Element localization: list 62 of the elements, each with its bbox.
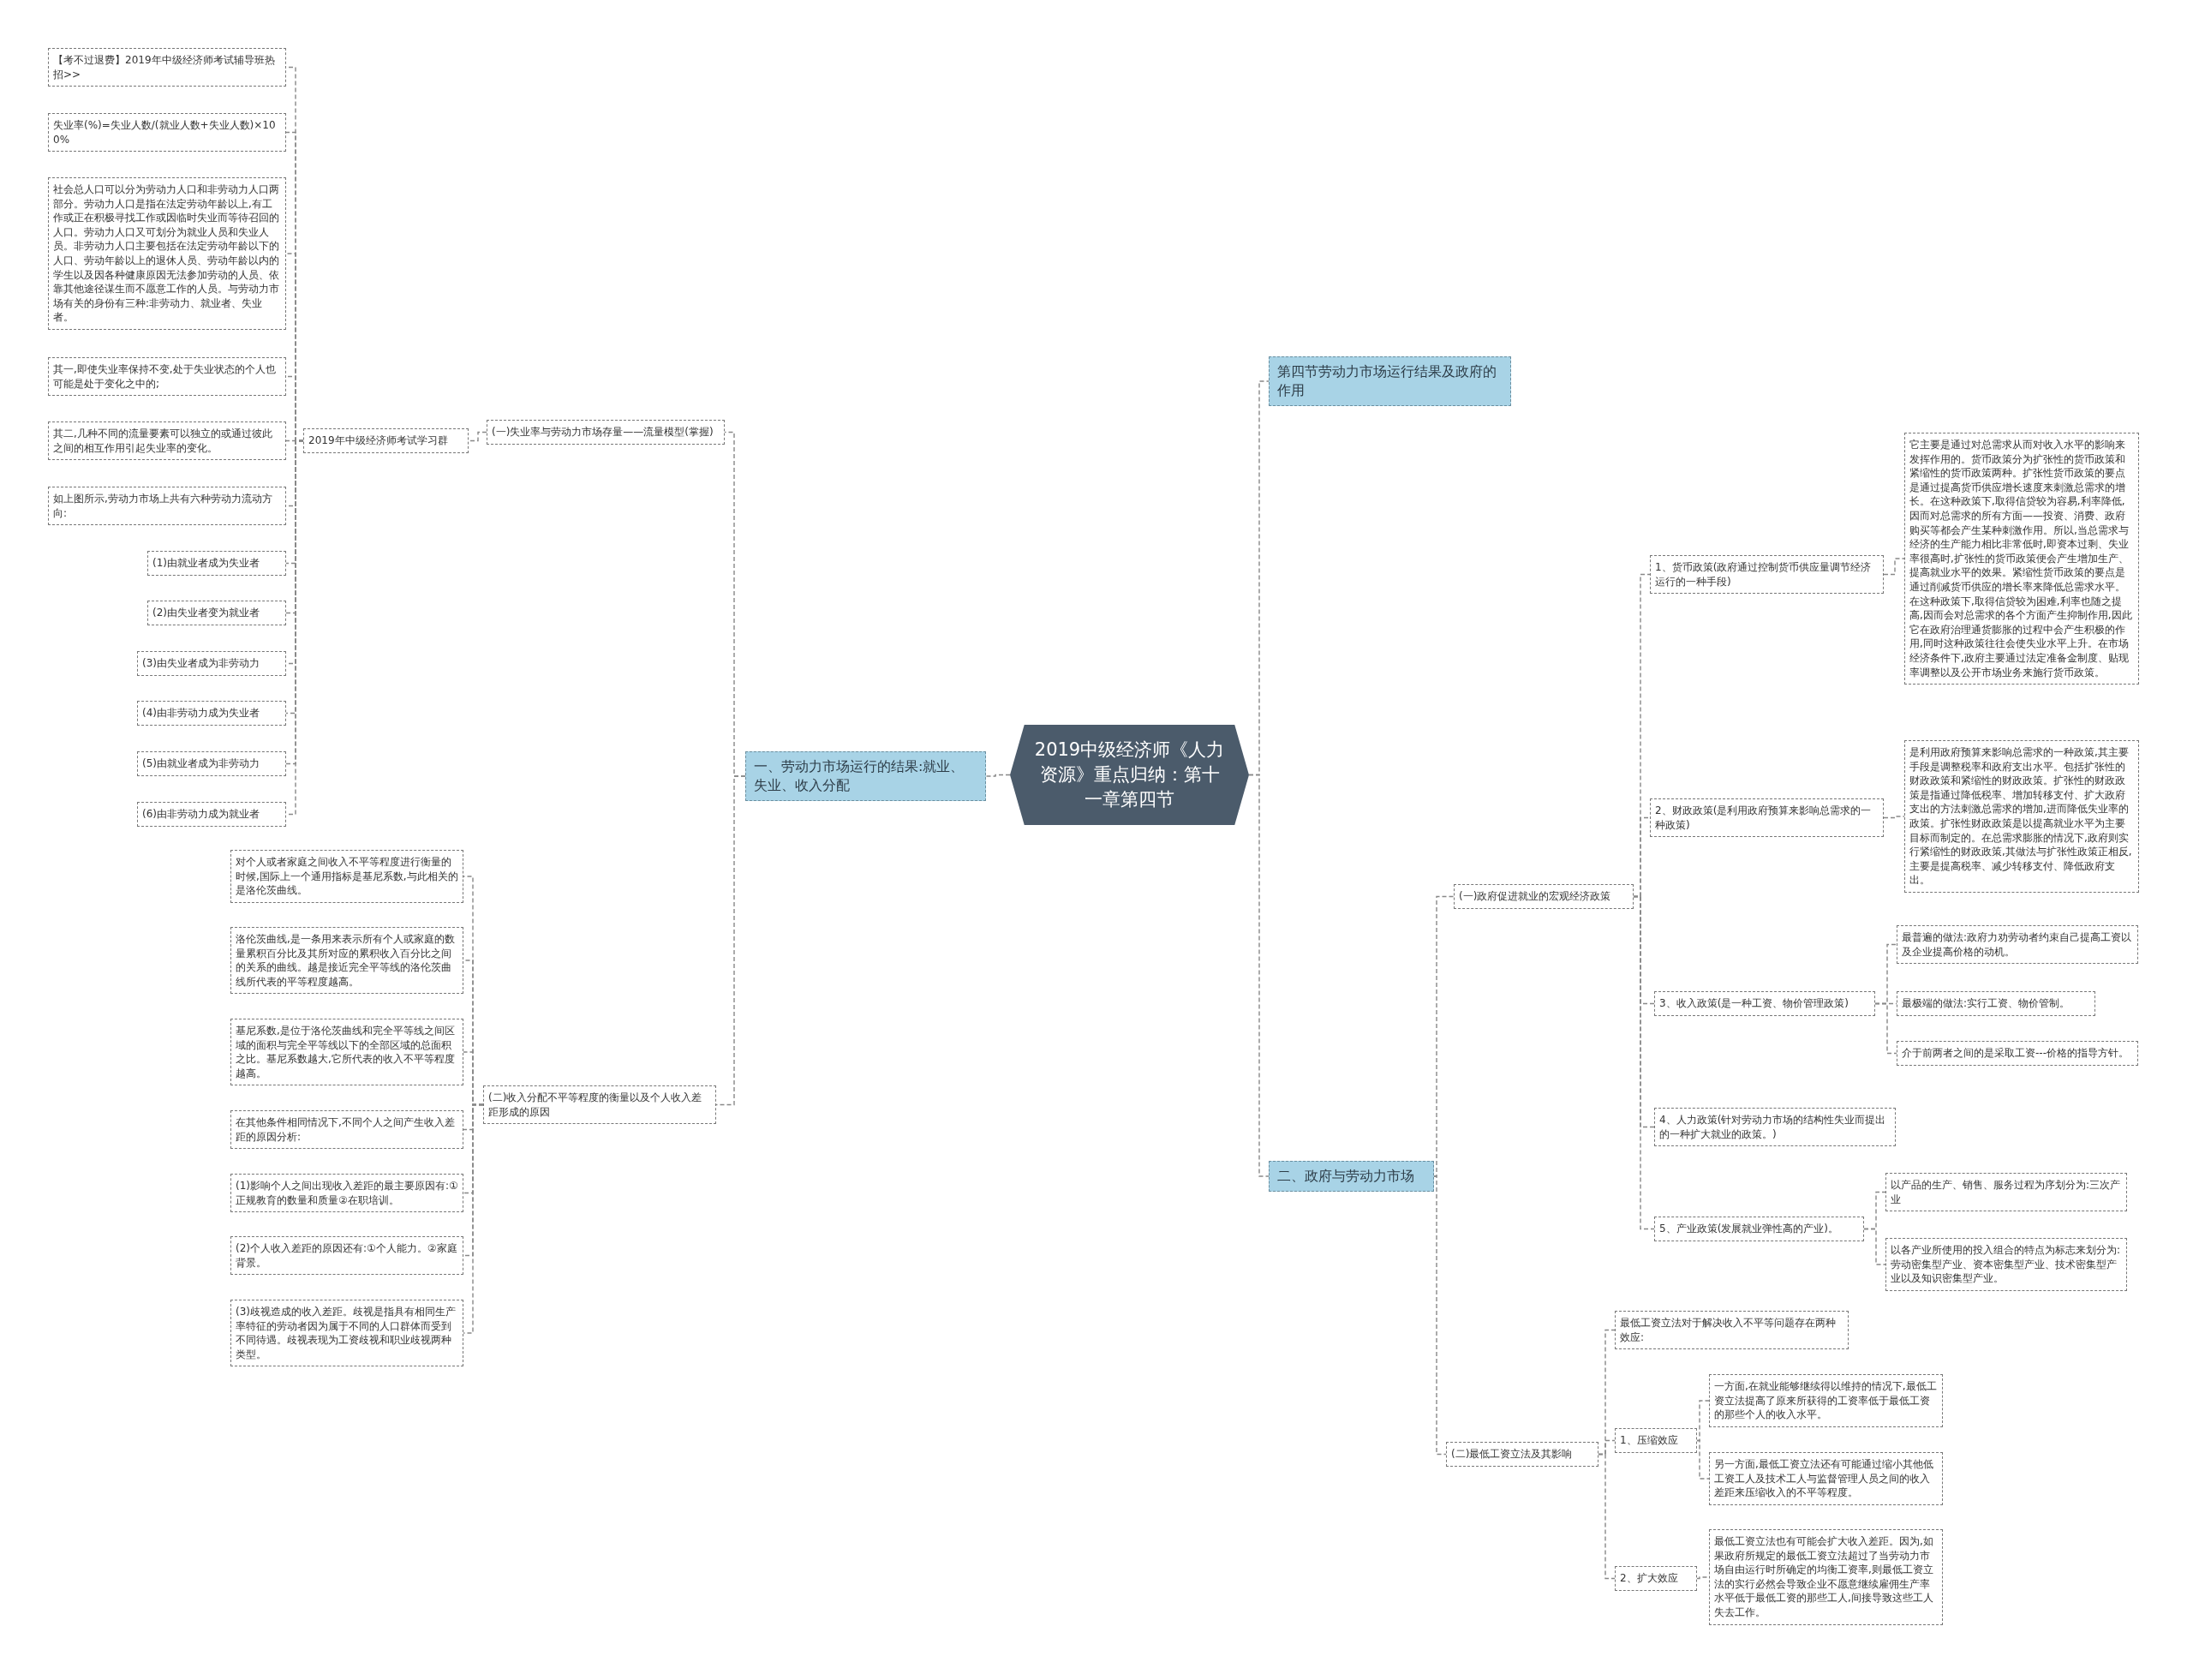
text-box: (2)个人收入差距的原因还有:①个人能力。②家庭背景。 <box>230 1236 463 1276</box>
connector-line <box>1433 895 1455 1177</box>
text-box: 3、收入政策(是一种工资、物价管理政策) <box>1654 991 1875 1016</box>
text-box: 2019年中级经济师考试学习群 <box>303 428 469 453</box>
text-box: 最低工资立法对于解决收入不平等问题存在两种效应: <box>1615 1311 1849 1350</box>
connector-line <box>1696 1400 1710 1442</box>
text-box: (一)失业率与劳动力市场存量——流量模型(掌握) <box>487 420 725 445</box>
text-box: 基尼系数,是位于洛伦茨曲线和完全平等线之间区域的面积与完全平等线以下的全部区域的总面积之比。基尼系数越大,它所代表的收入不平等程度越高。 <box>230 1019 463 1086</box>
connector-line <box>1598 1453 1616 1580</box>
central-topic: 2019中级经济师《人力资源》重点归纳：第十一章第四节 <box>1010 725 1249 825</box>
text-box: 2、扩大效应 <box>1615 1566 1697 1591</box>
connector-line <box>1248 774 1270 1177</box>
text-box: (1)影响个人之间出现收入差距的最主要原因有:①正规教育的数量和质量②在职培训。 <box>230 1174 463 1213</box>
connector-line <box>463 1103 484 1334</box>
text-box: (5)由就业者成为非劳动力 <box>137 751 286 776</box>
text-box: 另一方面,最低工资立法还有可能通过缩小其他低工资工人及技术工人与监督管理人员之间的收入差距来压缩收入的不平等程度。 <box>1709 1452 1943 1505</box>
text-box: 最极端的做法:实行工资、物价管制。 <box>1897 991 2095 1016</box>
text-box: 最普遍的做法:政府力劝劳动者约束自己提高工资以及企业提高价格的动机。 <box>1897 925 2138 965</box>
text-box: (1)由就业者成为失业者 <box>147 551 286 576</box>
connector-line <box>1696 1439 1710 1480</box>
text-box: 1、压缩效应 <box>1615 1428 1697 1453</box>
text-box: 对个人或者家庭之间收入不平等程度进行衡量的时候,国际上一个通用指标是基尼系数,与此相关的是洛伦茨曲线。 <box>230 850 463 903</box>
text-box: 4、人力政策(针对劳动力市场的结构性失业而提出的一种扩大就业的政策。) <box>1654 1108 1896 1147</box>
text-box: 洛伦茨曲线,是一条用来表示所有个人或家庭的数量累积百分比及其所对应的累积收入百分比之间的关系的曲线。越是接近完全平等线的洛伦茨曲线所代表的平等程度越高。 <box>230 927 463 995</box>
text-box: (6)由非劳动力成为就业者 <box>137 802 286 827</box>
text-box: 在其他条件相同情况下,不同个人之间产生收入差距的原因分析: <box>230 1110 463 1150</box>
connector-line <box>985 774 1011 777</box>
text-box: 【考不过退费】2019年中级经济师考试辅导班热招>> <box>48 48 286 87</box>
topic-box: 二、政府与劳动力市场 <box>1269 1161 1434 1192</box>
text-box: 失业率(%)=失业人数/(就业人数+失业人数)×100% <box>48 113 286 152</box>
text-box: 它主要是通过对总需求从而对收入水平的影响来发挥作用的。货币政策分为扩张性的货币政策和紧缩性的货币政策两种。扩张性货币政策的要点是通过提高货币供应增长速度来刺激总需求的增长。在这种政策下,取得信贷较为容易,利率降低,因而对总需求的所有方面——投资、消费、政府购买等都会产生某种刺激作用。所以,当总需求与经济的生产能力相比非常低时,即资本过剩、失业率很高时,扩张性的货币政策便会产生增加生产、提高就业水平的效果。紧缩性货币政策的要点是通过削减货币供应的增长率来降低总需求水平。在这种政策下,取得信贷较为困难,利率也随之提高,因而会对总需求的各个方面产生抑制作用,因此它在政府治理通货膨胀的过程中会产生积极的作用,同时这种政策往往会使失业水平上升。在市场经济条件下,政府主要通过法定准备金制度、贴现率调整以及公开市场业务来施行货币政策。 <box>1904 433 2139 685</box>
topic-box: 一、劳动力市场运行的结果:就业、失业、收入分配 <box>745 751 986 801</box>
connector-line <box>1433 1175 1447 1456</box>
connector-line <box>1696 1576 1710 1580</box>
text-box: 一方面,在就业能够继续得以维持的情况下,最低工资立法提高了原来所获得的工资率低于最低工资的那些个人的收入水平。 <box>1709 1374 1943 1427</box>
text-box: 其一,即使失业率保持不变,处于失业状态的个人也可能是处于变化之中的; <box>48 357 286 397</box>
text-box: 最低工资立法也有可能会扩大收入差距。因为,如果政府所规定的最低工资立法超过了当劳动力市场自由运行时所确定的均衡工资率,则最低工资立法的实行必然会导致企业不愿意继续雇佣生产率水平低于最低工资的那些工人,间接导致这些工人失去工作。 <box>1709 1529 1943 1625</box>
text-box: 其二,几种不同的流量要素可以独立的或通过彼此之间的相互作用引起失业率的变化。 <box>48 421 286 461</box>
connector-line <box>1883 558 1905 576</box>
connector-line <box>715 775 746 1106</box>
text-box: 社会总人口可以分为劳动力人口和非劳动力人口两部分。劳动力人口是指在法定劳动年龄以上,有工作或正在积极寻找工作或因临时失业而等待召回的人口。劳动力人口又可划分为就业人员和失业人员。非劳动力人口主要包括在法定劳动年龄以下的人口、劳动年龄以上的退休人员、劳动年龄以内的学生以及因各种健康原因无法参加劳动的人员、依靠其他途径谋生而不愿意工作的人员。与劳动力市场有关的身份有三种:非劳动力、就业者、失业者。 <box>48 177 286 330</box>
connector-line <box>1883 816 1905 819</box>
text-box: 介于前两者之间的是采取工资---价格的指导方针。 <box>1897 1041 2138 1066</box>
text-box: 以产品的生产、销售、服务过程为序划分为:三次产业 <box>1885 1173 2127 1212</box>
text-box: (4)由非劳动力成为失业者 <box>137 701 286 726</box>
connector-line <box>1633 895 1655 1230</box>
text-box: 2、财政政策(是利用政府预算来影响总需求的一种政策) <box>1650 798 1884 838</box>
text-box: (2)由失业者变为就业者 <box>147 601 286 625</box>
text-box: 是利用政府预算来影响总需求的一种政策,其主要手段是调整税率和政府支出水平。包括扩张性的财政政策和紧缩性的财政政策。扩张性的财政政策是指通过降低税率、增加转移支付、扩大政府支出的方法刺激总需求的增加,进而降低失业率的政策。扩张性财政政策是以提高就业水平为主要目标而制定的。在总需求膨胀的情况下,政府则实行紧缩性的财政政策,其做法与扩张性政策正相反,主要是提高税率、减少转移支付、降低政府支出。 <box>1904 740 2139 893</box>
text-box: 5、产业政策(发展就业弹性高的产业)。 <box>1654 1217 1864 1241</box>
text-box: (二)收入分配不平等程度的衡量以及个人收入差距形成的原因 <box>483 1085 716 1125</box>
text-box: (二)最低工资立法及其影响 <box>1446 1442 1598 1467</box>
connector-line <box>468 431 487 442</box>
connector-line <box>1874 1002 1897 1055</box>
text-box: (一)政府促进就业的宏观经济政策 <box>1454 884 1634 909</box>
text-box: 如上图所示,劳动力市场上共有六种劳动力流动方向: <box>48 487 286 526</box>
text-box: (3)歧视造成的收入差距。歧视是指具有相同生产率特征的劳动者因为属于不同的人口群体而受到不同待遇。歧视表现为工资歧视和职业歧视两种类型。 <box>230 1300 463 1367</box>
connector-line <box>1863 1228 1886 1265</box>
text-box: 以各产业所使用的投入组合的特点为标志来划分为:劳动密集型产业、资本密集型产业、技术密集型产业以及知识密集型产业。 <box>1885 1238 2127 1291</box>
text-box: 1、货币政策(政府通过控制货币供应量调节经济运行的一种手段) <box>1650 555 1884 595</box>
topic-box: 第四节劳动力市场运行结果及政府的作用 <box>1269 356 1511 406</box>
text-box: (3)由失业者成为非劳动力 <box>137 651 286 676</box>
